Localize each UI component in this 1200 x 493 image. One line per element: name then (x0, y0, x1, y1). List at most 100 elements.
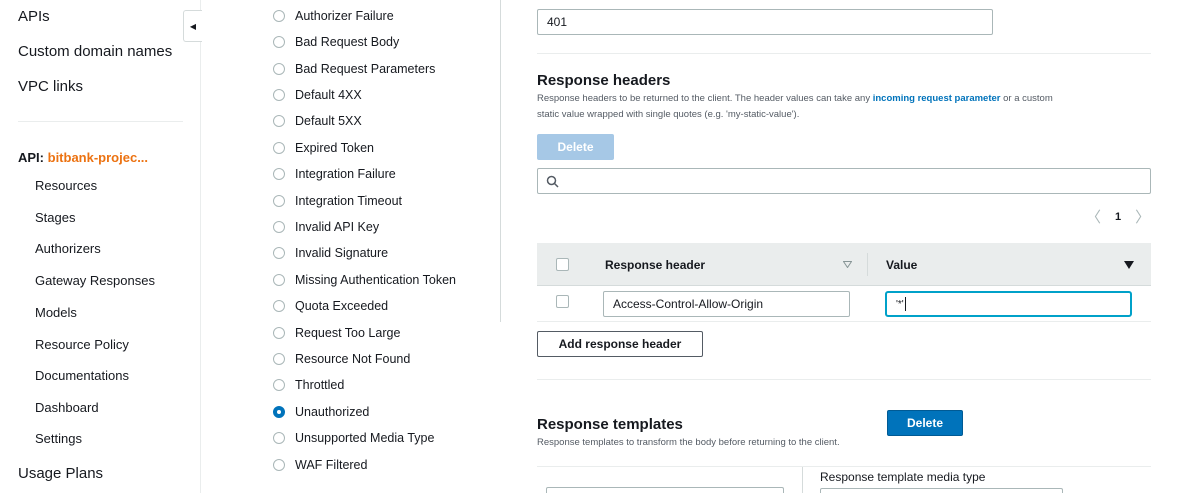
response-type-label: Expired Token (295, 141, 374, 155)
sidebar-item-custom-domain-names[interactable]: Custom domain names (18, 43, 173, 60)
chevron-left-icon[interactable]: 〈 (1086, 209, 1102, 226)
response-type-integration-timeout[interactable]: Integration Timeout (273, 194, 402, 208)
sidebar-item-gateway-responses[interactable]: Gateway Responses (35, 273, 155, 288)
radio-button[interactable] (273, 115, 285, 127)
response-type-label: Integration Timeout (295, 194, 403, 208)
delete-template-button[interactable]: Delete (887, 410, 963, 436)
sidebar-item-settings[interactable]: Settings (35, 431, 82, 446)
sidebar-divider (18, 121, 183, 122)
response-type-default-5xx[interactable]: Default 5XX (273, 114, 362, 128)
add-response-header-button[interactable]: Add response header (537, 331, 703, 357)
response-type-request-too-large[interactable]: Request Too Large (273, 326, 400, 340)
response-type-label: Invalid API Key (295, 220, 380, 234)
media-type-input[interactable] (820, 488, 1063, 493)
section-divider (537, 53, 1151, 54)
response-type-label: Quota Exceeded (295, 299, 389, 313)
response-headers-title: Response headers (537, 72, 671, 89)
delete-headers-button[interactable]: Delete (537, 134, 614, 160)
caret-left-icon: ◀ (189, 21, 197, 31)
response-type-integration-failure[interactable]: Integration Failure (273, 167, 396, 181)
response-type-bad-request-body[interactable]: Bad Request Body (273, 35, 399, 49)
response-type-invalid-signature[interactable]: Invalid Signature (273, 246, 388, 260)
section-divider (537, 466, 1151, 467)
pagination: 〈 1 〉 (1086, 206, 1150, 227)
sidebar-item-authorizers[interactable]: Authorizers (35, 241, 101, 256)
radio-button[interactable] (273, 432, 285, 444)
radio-button[interactable] (273, 327, 285, 339)
radio-button[interactable] (273, 195, 285, 207)
sidebar-collapse-button[interactable]: ◀ (183, 10, 202, 42)
column-divider (500, 0, 501, 322)
sidebar-item-models[interactable]: Models (35, 305, 77, 320)
sidebar-item-resource-policy[interactable]: Resource Policy (35, 337, 129, 352)
chevron-right-icon[interactable]: 〉 (1135, 209, 1151, 226)
page-number[interactable]: 1 (1115, 210, 1122, 223)
description-text: static value wrapped with single quotes … (537, 109, 800, 120)
response-header-value-input[interactable]: '*' (885, 291, 1132, 317)
sidebar-item-stages[interactable]: Stages (35, 210, 76, 225)
response-type-label: Bad Request Parameters (295, 62, 436, 76)
response-type-bad-request-parameters[interactable]: Bad Request Parameters (273, 62, 435, 76)
column-header-value[interactable]: Value (886, 258, 918, 272)
response-type-label: Unauthorized (295, 405, 370, 419)
radio-button[interactable] (273, 36, 285, 48)
response-type-unauthorized[interactable]: Unauthorized (273, 405, 369, 419)
radio-button[interactable] (273, 63, 285, 75)
text-cursor (904, 297, 906, 311)
response-type-missing-authentication-token[interactable]: Missing Authentication Token (273, 273, 456, 287)
radio-button[interactable] (273, 300, 285, 312)
response-type-label: Resource Not Found (295, 352, 411, 366)
sidebar-item-documentations[interactable]: Documentations (35, 368, 129, 383)
row-checkbox[interactable] (556, 295, 569, 308)
description-text: Response headers to be returned to the c… (537, 93, 873, 104)
headers-table-header: Response header Value (537, 243, 1151, 286)
sidebar: APIs Custom domain names VPC links API: … (0, 0, 201, 493)
sidebar-item-resources[interactable]: Resources (35, 178, 98, 193)
gateway-response-details: 401 Response headers Response headers to… (537, 0, 1152, 493)
response-type-unsupported-media-type[interactable]: Unsupported Media Type (273, 431, 434, 445)
radio-button[interactable] (273, 379, 285, 391)
response-type-waf-filtered[interactable]: WAF Filtered (273, 458, 367, 472)
response-headers-description: Response headers to be returned to the c… (537, 91, 1151, 123)
status-code-input[interactable]: 401 (537, 9, 993, 35)
response-type-label: Throttled (295, 378, 345, 392)
response-type-label: Bad Request Body (295, 35, 400, 49)
api-label[interactable]: API: bitbank-projec... (18, 150, 148, 165)
response-type-quota-exceeded[interactable]: Quota Exceeded (273, 299, 388, 313)
sort-triangle-icon[interactable] (1124, 261, 1134, 269)
response-type-authorizer-failure[interactable]: Authorizer Failure (273, 9, 394, 23)
radio-button[interactable] (273, 274, 285, 286)
template-list-item[interactable] (546, 487, 784, 493)
search-icon (546, 175, 559, 188)
column-header-response-header[interactable]: Response header (605, 258, 706, 272)
response-type-resource-not-found[interactable]: Resource Not Found (273, 352, 410, 366)
response-type-label: Invalid Signature (295, 246, 389, 260)
sidebar-item-dashboard[interactable]: Dashboard (35, 400, 99, 415)
sidebar-item-vpc-links[interactable]: VPC links (18, 78, 84, 95)
sort-triangle-icon[interactable] (843, 261, 852, 268)
response-type-throttled[interactable]: Throttled (273, 378, 344, 392)
radio-button[interactable] (273, 142, 285, 154)
sidebar-item-apis[interactable]: APIs (18, 8, 50, 25)
radio-button[interactable] (273, 459, 285, 471)
radio-button[interactable] (273, 168, 285, 180)
radio-button[interactable] (273, 247, 285, 259)
section-divider (537, 379, 1151, 380)
response-type-label: Missing Authentication Token (295, 273, 456, 287)
response-type-expired-token[interactable]: Expired Token (273, 141, 374, 155)
select-all-checkbox[interactable] (556, 258, 569, 271)
api-name[interactable]: bitbank-projec... (47, 150, 149, 165)
radio-button[interactable] (273, 221, 285, 233)
incoming-request-parameter-link[interactable]: incoming request parameter (872, 93, 1001, 104)
radio-button[interactable] (273, 10, 285, 22)
radio-button[interactable] (273, 353, 285, 365)
response-header-name-input[interactable]: Access-Control-Allow-Origin (603, 291, 850, 317)
response-type-invalid-api-key[interactable]: Invalid API Key (273, 220, 379, 234)
response-type-label: Authorizer Failure (295, 9, 394, 23)
radio-button-selected[interactable] (273, 406, 285, 418)
search-input[interactable] (537, 168, 1151, 194)
radio-button[interactable] (273, 89, 285, 101)
response-type-default-4xx[interactable]: Default 4XX (273, 88, 362, 102)
description-text: or a custom (1000, 93, 1053, 104)
sidebar-item-usage-plans[interactable]: Usage Plans (18, 465, 104, 482)
